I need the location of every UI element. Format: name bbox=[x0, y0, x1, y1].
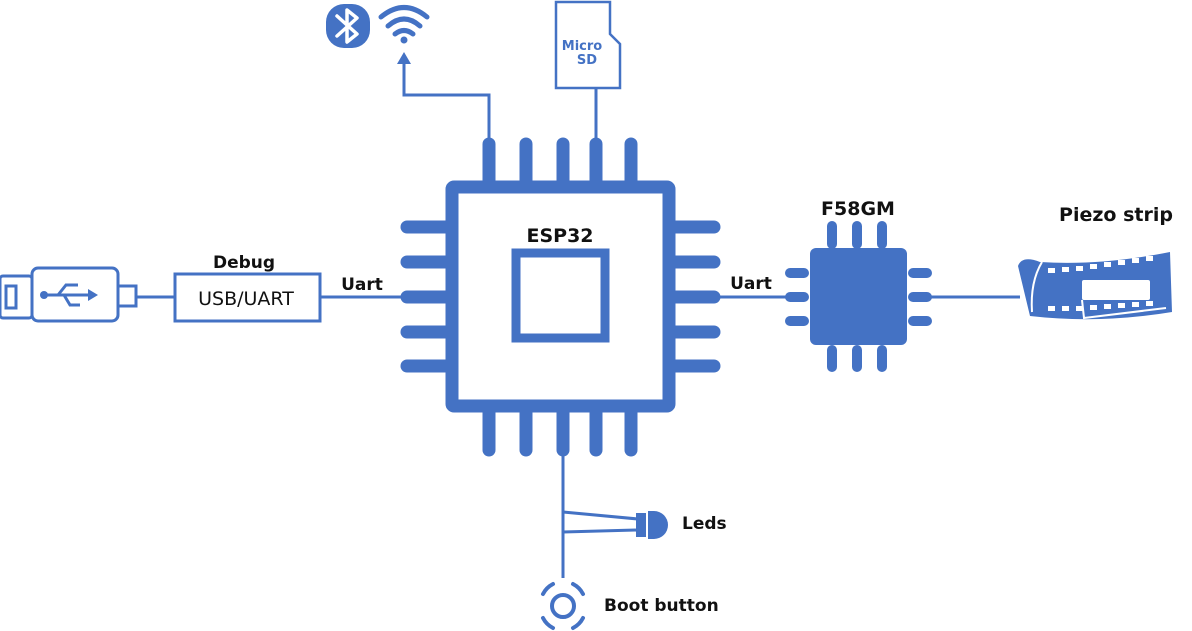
esp32-label: ESP32 bbox=[526, 225, 593, 247]
usb-uart-box bbox=[173, 272, 322, 323]
piezo-label: Piezo strip bbox=[1059, 204, 1173, 226]
wire-esp32-to-wireless bbox=[402, 62, 491, 140]
wire-led-2 bbox=[562, 528, 639, 534]
wire-led-1 bbox=[562, 510, 639, 521]
micro-sd-card-icon: Micro SD bbox=[554, 0, 622, 90]
sd-micro-label: Micro bbox=[562, 39, 603, 54]
debug-label: Debug bbox=[213, 253, 275, 273]
sd-sd-label: SD bbox=[577, 53, 597, 68]
wifi-icon bbox=[378, 5, 430, 44]
f58gm-body bbox=[810, 248, 907, 345]
bluetooth-icon bbox=[326, 4, 370, 48]
connection-lines bbox=[136, 62, 1020, 578]
push-button-icon bbox=[541, 582, 585, 630]
uart-right-label: Uart bbox=[730, 274, 772, 294]
f58gm-chip bbox=[785, 221, 932, 372]
leds-label: Leds bbox=[682, 514, 727, 534]
f58gm-label: F58GM bbox=[821, 198, 895, 220]
usb-uart-label: USB/UART bbox=[198, 288, 294, 310]
uart-left-label: Uart bbox=[341, 275, 383, 295]
boot-button-label: Boot button bbox=[604, 596, 719, 616]
film-strip-icon bbox=[1018, 252, 1172, 320]
usb-connector-icon bbox=[0, 266, 138, 323]
led-icon bbox=[636, 511, 668, 539]
arrow-head-icon bbox=[397, 52, 411, 64]
esp32-chip bbox=[400, 137, 721, 457]
esp32-core bbox=[511, 248, 610, 343]
